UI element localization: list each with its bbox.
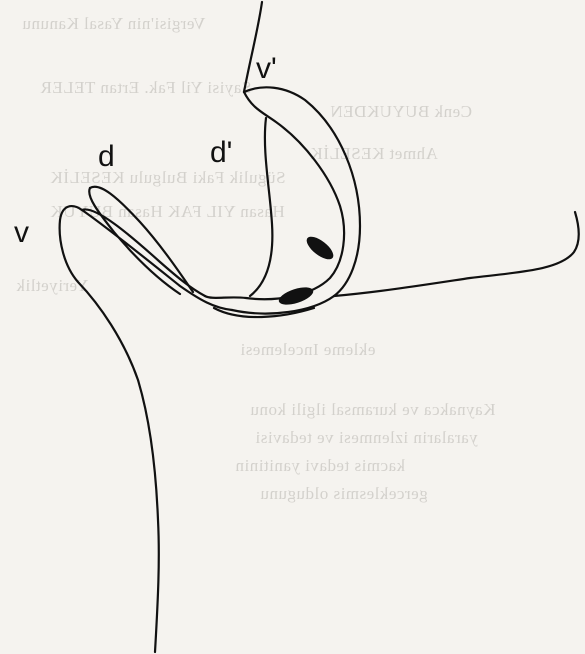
label-v-prime: v' — [256, 54, 277, 84]
cup-marking-upper — [303, 233, 337, 264]
left-body-outline — [60, 206, 232, 652]
d-prime-inner-rim — [250, 118, 272, 296]
label-d: d — [98, 142, 115, 172]
cup-inner-curve — [205, 92, 344, 299]
cup-outer-curve — [232, 87, 360, 313]
cup-marking-lower — [277, 284, 316, 308]
label-v: v — [14, 218, 29, 248]
right-tail-outline — [334, 212, 579, 296]
label-d-prime: d' — [210, 138, 232, 168]
